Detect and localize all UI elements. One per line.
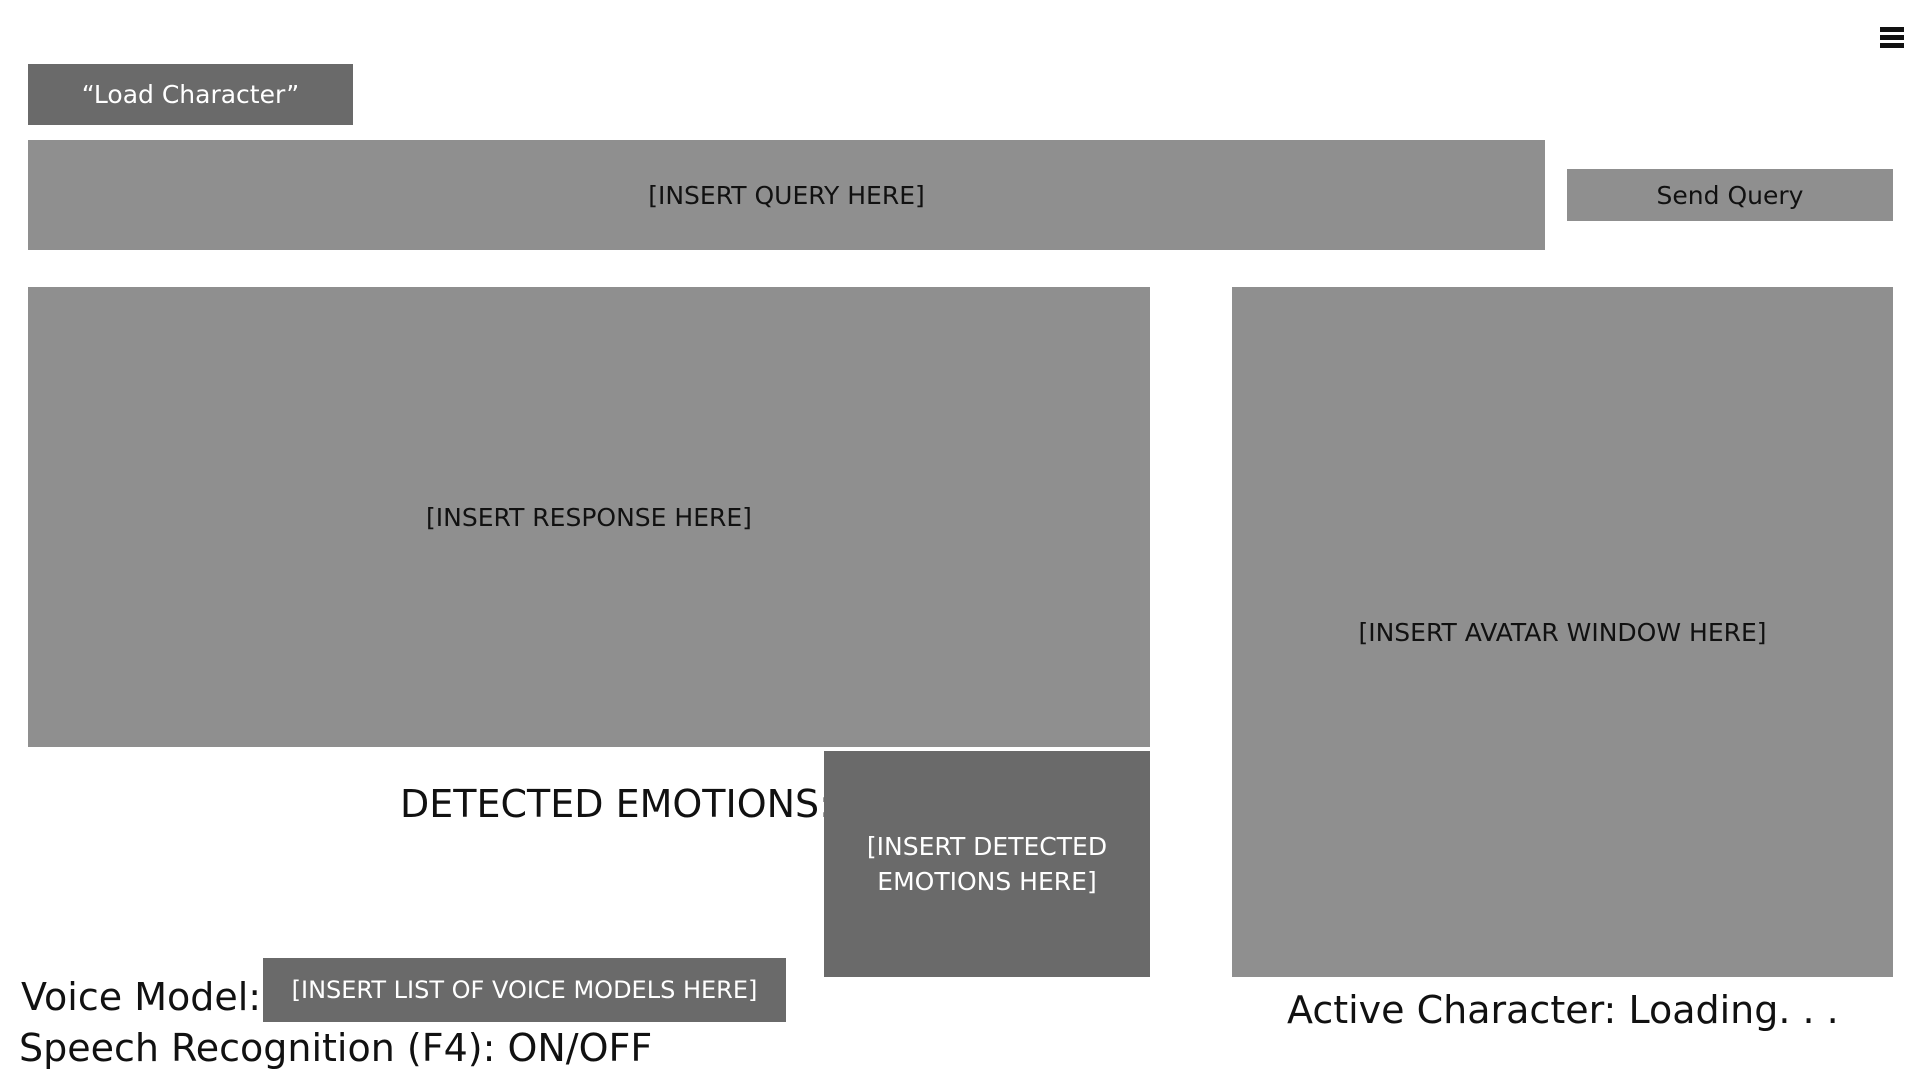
menu-bar — [1880, 35, 1904, 40]
query-placeholder: [INSERT QUERY HERE] — [648, 180, 925, 210]
load-character-button[interactable]: “Load Character” — [28, 64, 353, 125]
voice-model-select[interactable]: [INSERT LIST OF VOICE MODELS HERE] — [263, 958, 786, 1022]
response-area: [INSERT RESPONSE HERE] — [28, 287, 1150, 747]
menu-bar — [1880, 43, 1904, 48]
hamburger-menu-icon[interactable] — [1880, 27, 1904, 53]
send-query-label: Send Query — [1656, 180, 1804, 210]
avatar-placeholder: [INSERT AVATAR WINDOW HERE] — [1358, 617, 1767, 647]
load-character-label: “Load Character” — [81, 80, 300, 109]
query-input[interactable]: [INSERT QUERY HERE] — [28, 140, 1545, 250]
speech-recognition-status: Speech Recognition (F4): ON/OFF — [19, 1026, 653, 1070]
menu-bar — [1880, 27, 1904, 32]
voice-model-label: Voice Model: — [21, 975, 262, 1019]
detected-emotions-box: [INSERT DETECTED EMOTIONS HERE] — [824, 751, 1150, 977]
send-query-button[interactable]: Send Query — [1567, 169, 1893, 221]
voice-model-value: [INSERT LIST OF VOICE MODELS HERE] — [291, 976, 758, 1004]
detected-emotions-label: DETECTED EMOTIONS: — [400, 782, 832, 826]
detected-emotions-value: [INSERT DETECTED EMOTIONS HERE] — [866, 832, 1108, 896]
response-text: [INSERT RESPONSE HERE] — [426, 502, 752, 532]
avatar-window: [INSERT AVATAR WINDOW HERE] — [1232, 287, 1893, 977]
active-character-status: Active Character: Loading. . . — [1287, 988, 1839, 1032]
